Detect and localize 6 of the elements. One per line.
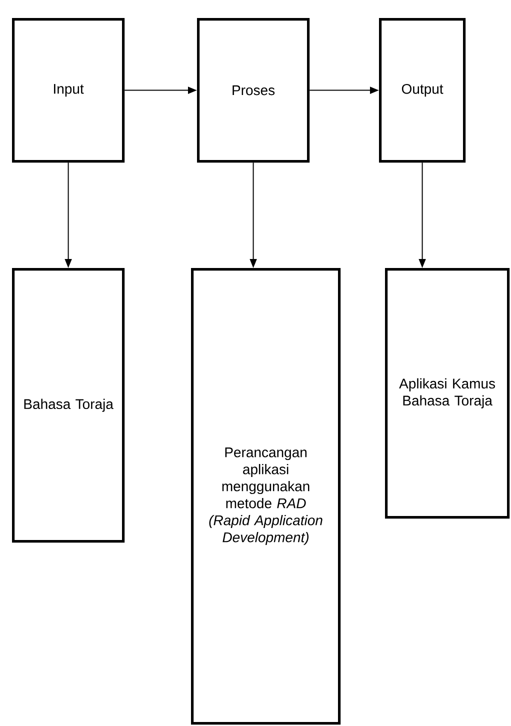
process-box: Output — [379, 18, 466, 163]
process-box: Bahasa Toraja — [12, 268, 125, 543]
process-box: Input — [12, 18, 125, 163]
process-box: Aplikasi Kamus Bahasa Toraja — [385, 268, 510, 519]
process-box: Proses — [197, 18, 310, 163]
process-box: Perancangan aplikasi menggunakan metode RAD (Rapid Application Development) — [191, 268, 341, 725]
